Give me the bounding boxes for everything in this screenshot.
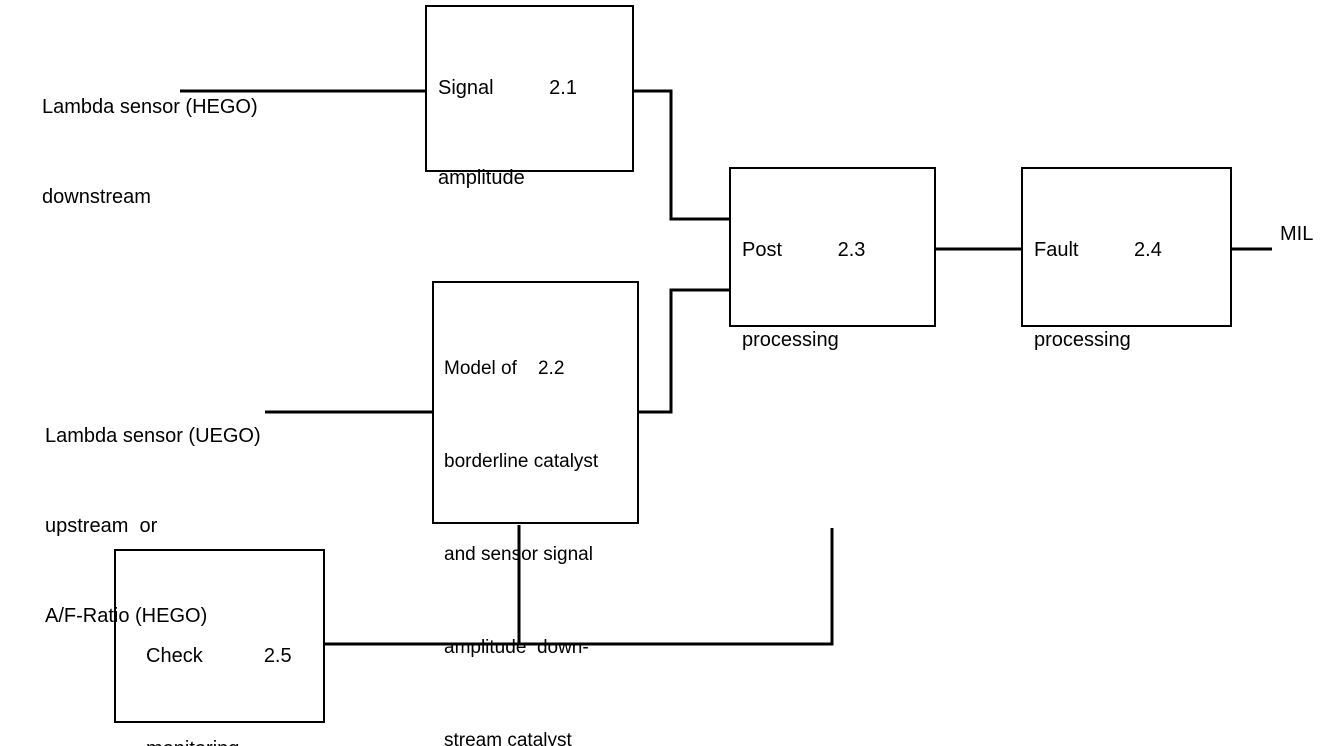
- wire-signal-amplitude-to-post-processing: [634, 89, 730, 221]
- block-model-borderline-catalyst[interactable]: Model of 2.2 borderline catalyst and sen…: [432, 281, 639, 746]
- block-post-processing[interactable]: Post 2.3 processing: [729, 167, 936, 351]
- block-model-line1: Model of 2.2: [444, 358, 565, 379]
- block-post-processing-text: Post 2.3 processing: [742, 175, 928, 415]
- block-signal-amplitude-text: Signal 2.1 amplitude: [438, 13, 626, 253]
- input-label-uego-upstream-line3: A/F-Ratio (HEGO): [45, 605, 208, 627]
- block-fault-processing-line1: Fault 2.4: [1034, 239, 1162, 261]
- input-label-uego-upstream-line1: Lambda sensor (UEGO): [45, 425, 261, 447]
- wire-check-monitoring-bus: [325, 528, 834, 646]
- block-model-line3: and sensor signal: [444, 544, 593, 565]
- block-post-processing-line2: processing: [742, 329, 839, 351]
- block-fault-processing-line2: processing: [1034, 329, 1131, 351]
- input-label-hego-downstream: Lambda sensor (HEGO) downstream: [42, 32, 258, 272]
- output-label-mil: MIL: [1280, 223, 1314, 245]
- input-label-hego-downstream-line2: downstream: [42, 186, 151, 208]
- block-fault-processing-text: Fault 2.4 processing: [1034, 175, 1224, 415]
- input-label-uego-upstream: Lambda sensor (UEGO) upstream or A/F-Rat…: [45, 361, 261, 691]
- block-fault-processing[interactable]: Fault 2.4 processing: [1021, 167, 1232, 351]
- input-label-uego-upstream-line2: upstream or: [45, 515, 158, 537]
- block-signal-amplitude-line1: Signal 2.1: [438, 77, 577, 99]
- input-label-hego-downstream-line1: Lambda sensor (HEGO): [42, 96, 258, 118]
- block-check-monitoring-conditions-text: Check 2.5 monitoring conditions: [146, 579, 317, 746]
- block-check-monitoring-line2: monitoring: [146, 734, 317, 746]
- block-check-monitoring-conditions[interactable]: Check 2.5 monitoring conditions: [114, 549, 325, 746]
- block-model-line2: borderline catalyst: [444, 451, 599, 472]
- block-model-line5: stream catalyst: [444, 730, 572, 746]
- block-model-borderline-catalyst-text: Model of 2.2 borderline catalyst and sen…: [444, 291, 631, 746]
- block-signal-amplitude-line2: amplitude: [438, 167, 525, 189]
- wire-model-to-post-processing: [639, 288, 730, 414]
- block-model-line4: amplitude down-: [444, 637, 589, 658]
- block-signal-amplitude[interactable]: Signal 2.1 amplitude: [425, 5, 634, 189]
- block-post-processing-line1: Post 2.3: [742, 239, 866, 261]
- block-check-monitoring-line1: Check 2.5: [146, 645, 292, 667]
